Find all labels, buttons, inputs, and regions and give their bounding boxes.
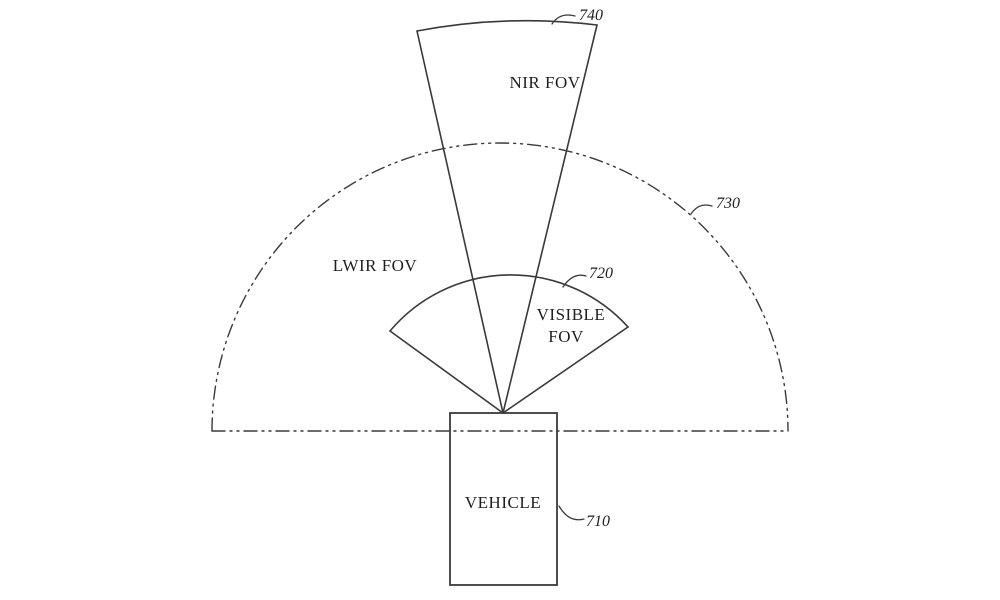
lwir-fov-arc [211, 142, 789, 432]
leader-line-730 [690, 204, 713, 215]
lwir-fov-label: LWIR FOV [333, 256, 418, 275]
diagram-labels: NIR FOV LWIR FOV VISIBLE FOV VEHICLE 740… [333, 7, 740, 530]
vehicle-rect [449, 412, 558, 586]
nir-fov-top-arc [416, 19, 598, 32]
ref-numeral-740: 740 [579, 7, 603, 24]
leader-line-740 [551, 14, 576, 25]
nir-fov-right-edge [502, 24, 598, 414]
ref-numeral-710: 710 [586, 513, 610, 530]
leader-lines-group [551, 14, 713, 521]
nir-fov-label: NIR FOV [509, 73, 580, 92]
leader-line-720 [562, 274, 587, 288]
visible-fov-label-line1: VISIBLE [537, 305, 606, 324]
lwir-fov-group [211, 142, 789, 432]
ref-numeral-720: 720 [589, 265, 613, 282]
nir-fov-group [416, 19, 598, 414]
ref-numeral-730: 730 [716, 195, 740, 212]
vehicle-label: VEHICLE [465, 493, 541, 512]
vehicle-group [449, 412, 558, 586]
visible-fov-left-edge [389, 330, 504, 414]
visible-fov-group [389, 274, 629, 414]
nir-fov-left-edge [416, 30, 504, 414]
visible-fov-right-edge [502, 326, 629, 414]
leader-line-710 [558, 505, 585, 521]
visible-fov-arc [389, 274, 629, 332]
visible-fov-label-line2: FOV [548, 327, 584, 346]
